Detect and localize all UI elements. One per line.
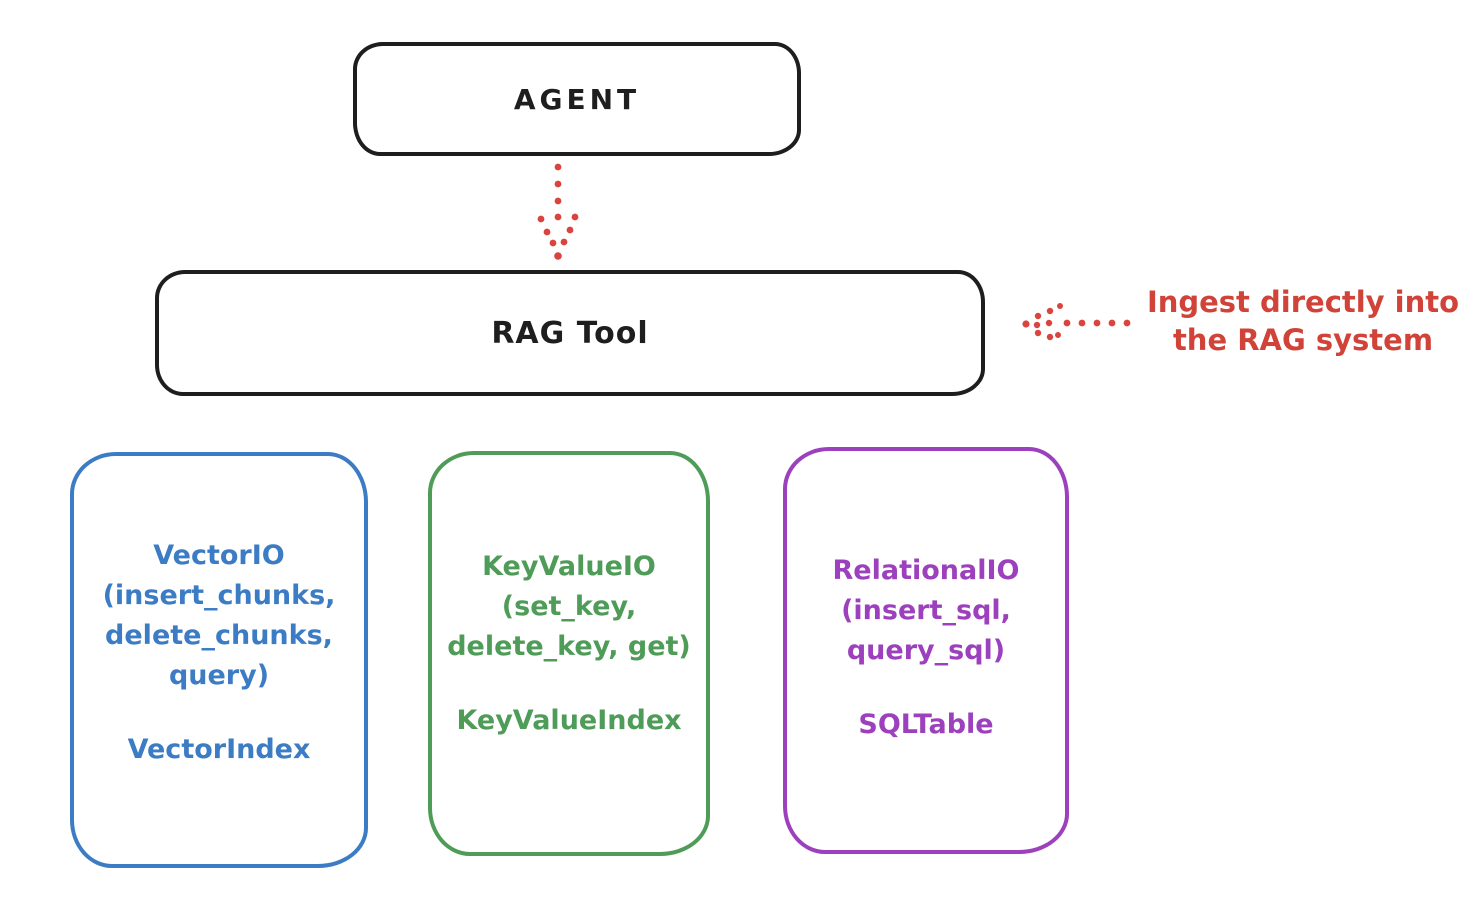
sql-table-label: SQLTable: [858, 709, 994, 740]
ingest-annotation-line2: the RAG system: [1172, 323, 1434, 357]
keyvalue-io-line: (set_key,: [501, 591, 637, 622]
keyvalue-index-label: KeyValueIndex: [456, 705, 682, 736]
relational-io-box: RelationalIO (insert_sql, query_sql) SQL…: [783, 447, 1069, 854]
relational-io-line: (insert_sql,: [841, 595, 1011, 626]
keyvalue-io-line: KeyValueIO: [482, 551, 656, 582]
vector-io-line: query): [168, 660, 270, 691]
dotted-left-arrow-icon: [1022, 303, 1131, 341]
agent-box: AGENT: [353, 42, 801, 156]
vector-io-line: (insert_chunks,: [102, 580, 336, 611]
relational-io-line: RelationalIO: [832, 555, 1020, 586]
keyvalue-io-line: delete_key, get): [447, 631, 691, 662]
vector-io-line: VectorIO: [153, 540, 285, 571]
vector-io-box: VectorIO (insert_chunks, delete_chunks, …: [70, 452, 368, 868]
vector-io-line: delete_chunks,: [105, 620, 333, 651]
rag-tool-label: RAG Tool: [491, 315, 649, 351]
agent-label: AGENT: [513, 82, 641, 116]
keyvalue-io-box: KeyValueIO (set_key, delete_key, get) Ke…: [428, 451, 710, 856]
rag-tool-box: RAG Tool: [155, 270, 985, 396]
relational-io-line: query_sql): [846, 635, 1006, 666]
dotted-down-arrow-icon: [537, 163, 579, 260]
ingest-annotation: Ingest directly into the RAG system: [1125, 283, 1481, 359]
ingest-annotation-line1: Ingest directly into: [1146, 285, 1460, 319]
vector-index-label: VectorIndex: [127, 734, 311, 765]
